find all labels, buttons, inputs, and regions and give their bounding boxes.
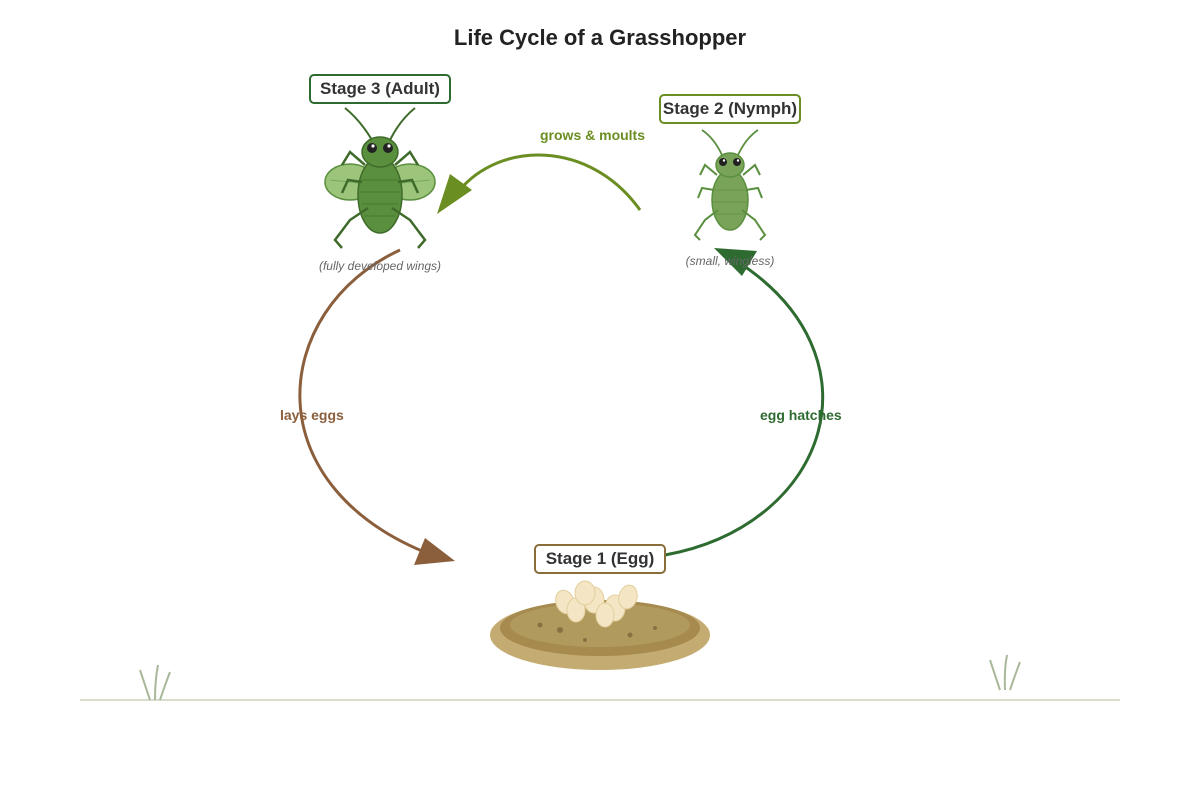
grass-tuft-left (139, 664, 171, 701)
diagram-title: Life Cycle of a Grasshopper (454, 25, 747, 50)
stage-egg-label: Stage 1 (Egg) (546, 549, 655, 568)
stage-nymph-label-box (659, 94, 801, 124)
arrow-lays-eggs (298, 248, 441, 560)
label-egg-hatches: egg hatches (760, 407, 842, 423)
stage-nymph: Stage 2 (Nymph) (small, wingless) (659, 94, 801, 268)
adult-grasshopper-icon (324, 107, 436, 249)
stage-nymph-caption: (small, wingless) (686, 254, 775, 268)
stage-adult-label: Stage 3 (Adult) (320, 79, 440, 98)
nymph-grasshopper-icon (693, 129, 767, 241)
arrow-grows-moults (456, 153, 642, 211)
stage-egg: Stage 1 (Egg) (490, 544, 710, 670)
arrowhead-lays-eggs (414, 538, 455, 565)
stage-adult-caption: (fully developed wings) (319, 259, 441, 273)
arrowhead-grows-moults (437, 174, 472, 214)
egg-pod-icon (490, 580, 710, 670)
arrow-egg-hatches (664, 258, 825, 557)
stage-nymph-label: Stage 2 (Nymph) (663, 99, 797, 118)
stage-egg-label-box (534, 544, 666, 574)
arrowhead-egg-hatches (714, 248, 757, 276)
grass-tuft-right (989, 654, 1021, 691)
label-lays-eggs: lays eggs (280, 407, 344, 423)
stage-adult-label-box (309, 74, 451, 104)
label-grows-moults: grows & moults (540, 127, 645, 143)
stage-adult: Stage 3 (Adult) (309, 74, 451, 273)
